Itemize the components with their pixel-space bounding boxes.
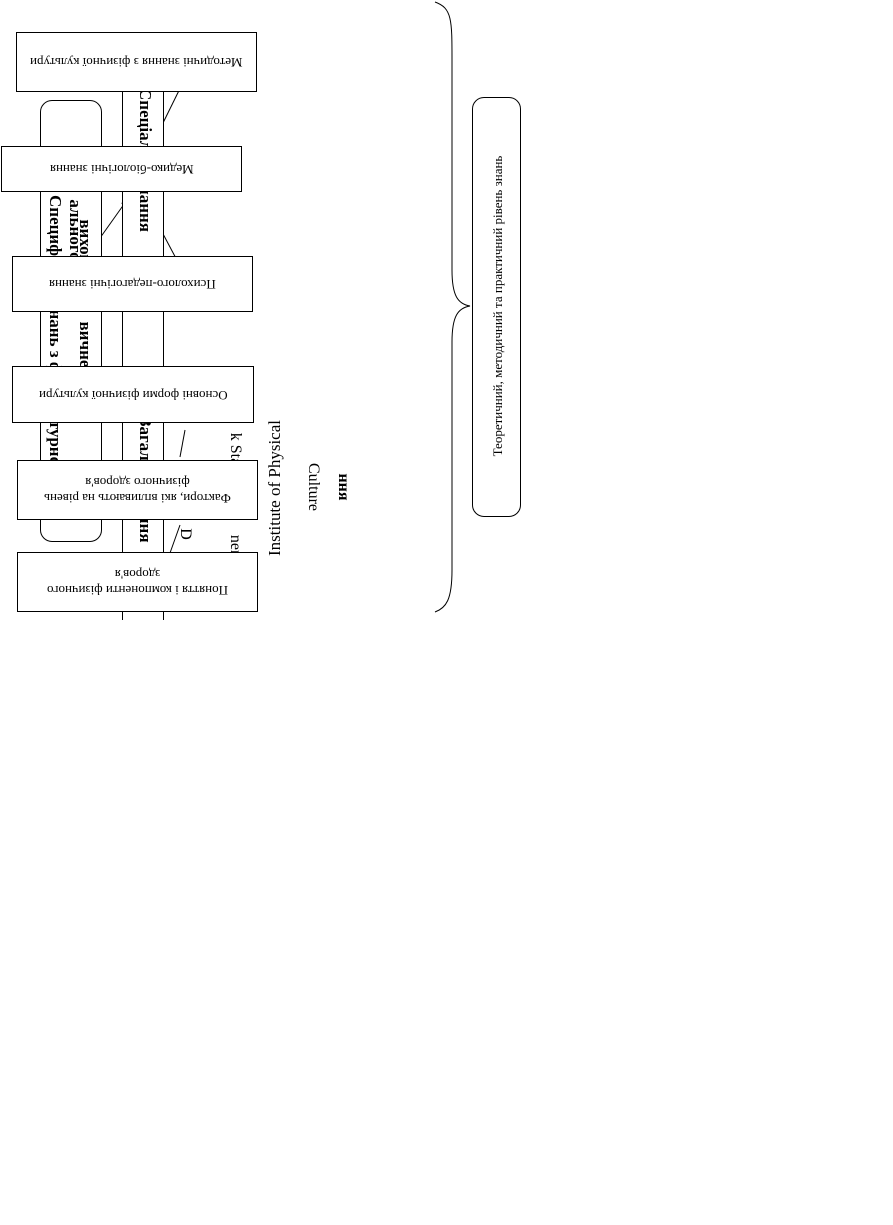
institute-text: Institute of Physical: [265, 420, 284, 556]
concepts-box: Поняття і компоненти фізичного здоров'я: [17, 552, 258, 612]
methodical-knowledge-text: Методичні знання з фізичної культури: [30, 55, 243, 70]
forms-text: Основні форми фізичної культури: [38, 387, 228, 403]
curly-brace: [434, 1, 471, 613]
nnya-text: ння: [335, 473, 352, 501]
medbio-knowledge-text: Медико-біологічні знання: [49, 162, 194, 177]
psychped-knowledge-box: Психолого-педагогічні знання: [12, 256, 253, 312]
psychped-knowledge-text: Психолого-педагогічні знання: [49, 277, 216, 292]
factors-box: Фактори, які впливають на рівень фізично…: [17, 460, 258, 520]
arrow-to-concepts: [169, 524, 181, 554]
methodical-knowledge-box: Методичні знання з фізичної культури: [16, 32, 257, 92]
knowledge-level-box: Теоретичний, методичний та практичний рі…: [472, 97, 521, 517]
forms-box: Основні форми фізичної культури: [12, 366, 254, 423]
culture-text: Culture: [305, 463, 322, 511]
knowledge-level-text: Теоретичний, методичний та практичний рі…: [490, 155, 505, 457]
medbio-knowledge-box: Медико-біологічні знання: [1, 146, 242, 192]
arrow-to-forms: [179, 429, 186, 458]
concepts-text: Поняття і компоненти фізичного здоров'я: [47, 567, 228, 598]
fragment-d: D: [177, 528, 194, 540]
factors-text: Фактори, які впливають на рівень фізично…: [44, 475, 231, 506]
